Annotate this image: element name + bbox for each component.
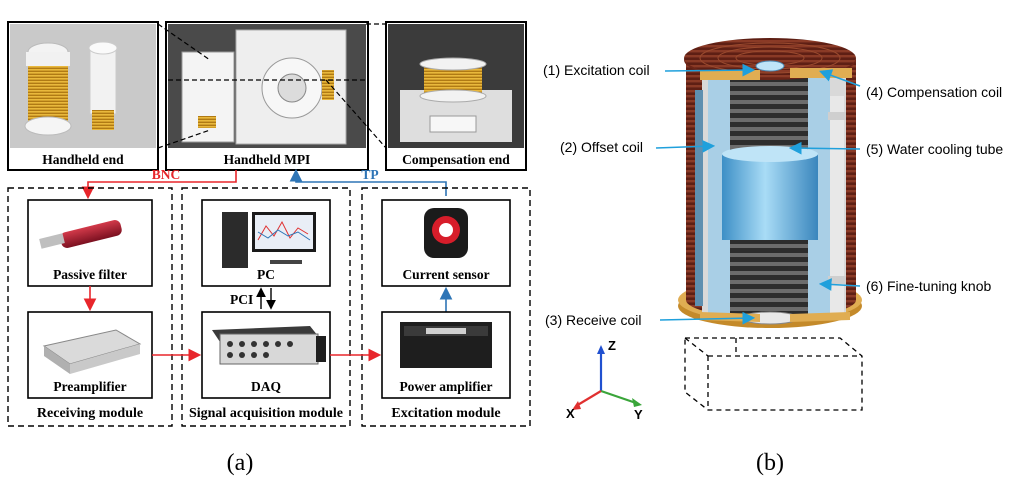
offset-coil-label: (2) Offset coil [560,139,643,155]
passive-filter-label: Passive filter [53,267,127,282]
receiving-module-frame [7,187,173,427]
coil-assembly [678,38,862,328]
current-sensor-box: Current sensor [381,199,511,287]
excitation-coil-label: (1) Excitation coil [543,62,650,78]
compensation-end-label: Compensation end [402,152,510,167]
signal-acquisition-module-label: Signal acquisition module [189,406,343,421]
preamplifier-label: Preamplifier [53,379,126,394]
fine-tuning-knob-label: (6) Fine-tuning knob [866,278,992,294]
tp-link: TP [289,167,447,196]
caption-a: (a) [227,450,254,476]
photo-handheld-end: Handheld end [7,21,159,171]
base-box-outline [684,337,863,411]
passive-filter-box: Passive filter [27,199,153,287]
handheld-end-coil-image [24,41,118,136]
handheld-mpi-label: Handheld MPI [224,152,311,167]
pc-box: PC [201,199,331,287]
current-sensor-label: Current sensor [402,267,489,282]
panel-a: Handheld end Handheld MPI [7,21,531,476]
zoom-connectors [157,23,387,149]
pci-label: PCI [230,292,253,307]
daq-label: DAQ [251,379,281,394]
panel-b: (1) Excitation coil (2) Offset coil (3) … [543,38,1003,476]
callout-water-cooling-tube: (5) Water cooling tube [788,141,1003,157]
callout-compensation-coil: (4) Compensation coil [818,69,1002,100]
receive-coil-label: (3) Receive coil [545,312,641,328]
callout-offset-coil: (2) Offset coil [560,139,716,155]
power-amplifier-label: Power amplifier [399,379,492,394]
water-cooling-tube-label: (5) Water cooling tube [866,141,1003,157]
axis-x-label: X [566,406,575,421]
power-amplifier-box: Power amplifier [381,311,511,399]
excitation-module-label: Excitation module [391,406,500,421]
axis-y-label: Y [634,407,643,422]
excitation-module-frame [361,187,531,427]
pc-label: PC [257,267,275,282]
bnc-link: BNC [81,167,237,200]
photo-compensation-end: Compensation end [385,21,527,171]
bnc-label: BNC [152,167,181,182]
compensation-end-coil-image [400,57,512,142]
caption-b: (b) [756,450,784,476]
callout-fine-tuning-knob: (6) Fine-tuning knob [818,278,992,294]
axis-z-label: Z [608,338,616,353]
signal-acquisition-module-frame [181,187,351,427]
handheld-end-label: Handheld end [42,152,124,167]
receiving-module-label: Receiving module [37,406,143,421]
callout-excitation-coil: (1) Excitation coil [543,62,756,78]
preamplifier-box: Preamplifier [27,311,153,399]
axes-triad: Z X Y [566,338,643,422]
tp-label: TP [361,167,378,182]
handheld-mpi-device-image [181,29,347,145]
compensation-coil-label: (4) Compensation coil [866,84,1002,100]
photo-handheld-mpi: Handheld MPI [165,21,369,171]
pci-link: PCI [230,287,276,310]
callout-receive-coil: (3) Receive coil [545,311,756,328]
daq-box: DAQ [201,311,331,399]
